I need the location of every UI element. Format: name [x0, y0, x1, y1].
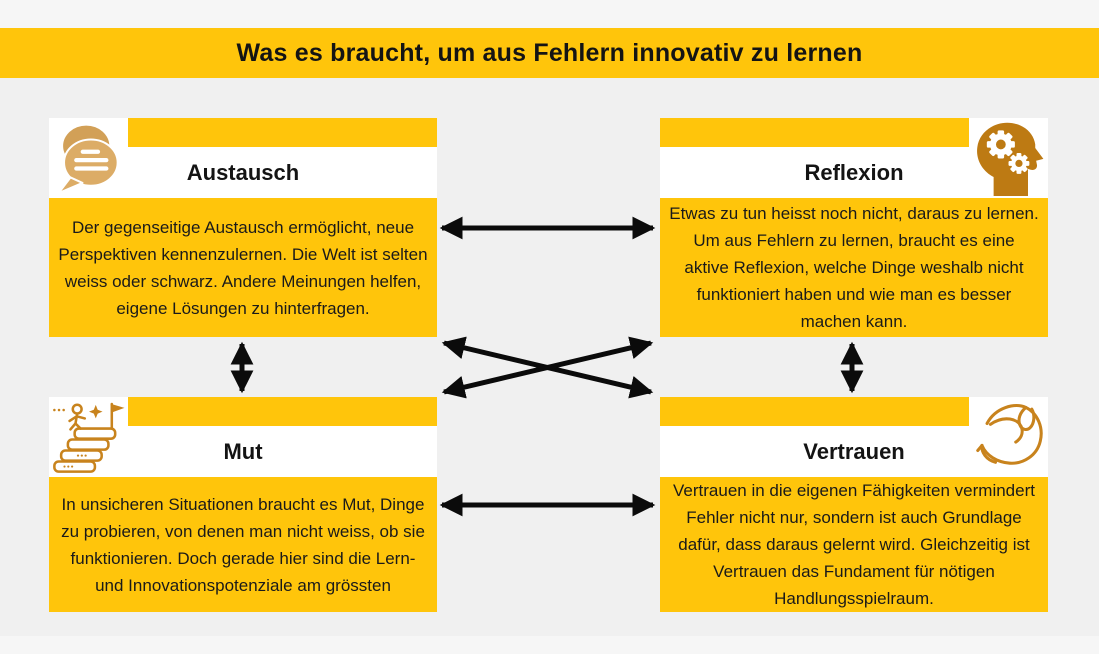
arrow-austausch-vertrauen [441, 336, 654, 399]
top-edge-strip [0, 0, 1099, 28]
card-header-strip [660, 118, 969, 147]
card-header-strip [660, 397, 969, 426]
stairs-flag-icon [52, 402, 124, 473]
card-icon-tile [49, 118, 128, 198]
arrow-mut-reflexion [441, 336, 654, 399]
card-icon-tile [969, 118, 1048, 198]
card-icon-tile [969, 397, 1048, 477]
bottom-edge-strip [0, 636, 1099, 654]
card-title: Austausch [186, 159, 300, 185]
card-body-text: Der gegenseitige Austausch ermöglicht, n… [49, 198, 437, 337]
card-header-strip [128, 397, 437, 426]
card-vertrauen: Vertrauen Vertrauen in die eigenen Fähig… [660, 397, 1048, 612]
card-body-text: Vertrauen in die eigenen Fähigkeiten ver… [660, 477, 1048, 612]
card-title: Reflexion [804, 159, 904, 185]
speech-bubbles-icon [56, 125, 119, 195]
card-title: Vertrauen [803, 438, 905, 464]
card-reflexion: Reflexion Etwas zu tun heisst noch nicht… [660, 118, 1048, 337]
card-title: Mut [223, 438, 263, 464]
title-banner: Was es braucht, um aus Fehlern innovativ… [0, 28, 1099, 78]
head-gears-icon [976, 122, 1043, 196]
card-icon-tile [49, 397, 128, 477]
card-austausch: Austausch Der gegenseitige Austausch erm… [49, 118, 437, 337]
card-body-text: Etwas zu tun heisst noch nicht, daraus z… [660, 198, 1048, 337]
bicep-icon [975, 404, 1043, 465]
card-mut: Mut In unsicheren Situationen braucht es… [49, 397, 437, 612]
page-title: Was es braucht, um aus Fehlern innovativ… [236, 38, 863, 67]
card-header-strip [128, 118, 437, 147]
card-body-text: In unsicheren Situationen braucht es Mut… [49, 477, 437, 612]
